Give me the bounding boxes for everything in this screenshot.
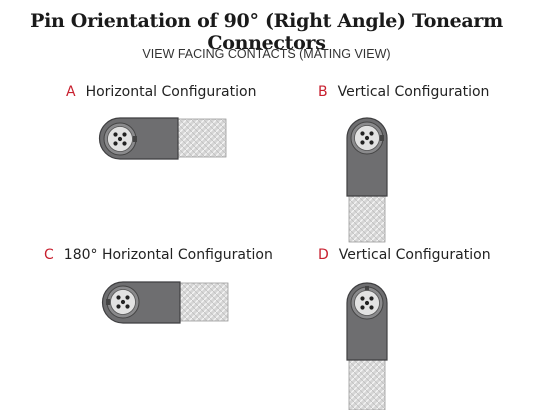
connector-c-cable <box>171 282 229 322</box>
connector-a-cable <box>169 118 227 158</box>
panel-c-label: C 180° Horizontal Configuration <box>44 247 273 263</box>
diagram-subtitle: VIEW FACING CONTACTS (MATING VIEW) <box>142 47 391 61</box>
panel-d-letter: D <box>318 247 329 263</box>
panel-b-letter: B <box>318 84 328 100</box>
panel-b-label: B Vertical Configuration <box>318 84 489 100</box>
connector-b-face <box>350 121 384 155</box>
connector-c <box>101 281 229 324</box>
panel-c-letter: C <box>44 247 54 263</box>
panel-a-title: Horizontal Configuration <box>85 84 257 100</box>
connector-b-cable <box>348 187 386 243</box>
panel-a-label: A Horizontal Configuration <box>66 84 256 100</box>
panel-d-label: D Vertical Configuration <box>318 247 491 263</box>
panel-c-title: 180° Horizontal Configuration <box>63 247 273 263</box>
panel-b-title: Vertical Configuration <box>337 84 490 100</box>
connector-a <box>98 117 227 160</box>
connector-c-face <box>106 285 140 319</box>
connector-d-face <box>350 286 384 320</box>
panel-a-letter: A <box>66 84 76 100</box>
diagram-title: Pin Orientation of 90° (Right Angle) Ton… <box>30 10 503 54</box>
connector-d-cable <box>348 351 386 410</box>
connector-a-face <box>103 122 137 156</box>
panel-d-title: Vertical Configuration <box>338 247 491 263</box>
connector-b <box>346 117 388 243</box>
connector-d <box>346 282 388 410</box>
